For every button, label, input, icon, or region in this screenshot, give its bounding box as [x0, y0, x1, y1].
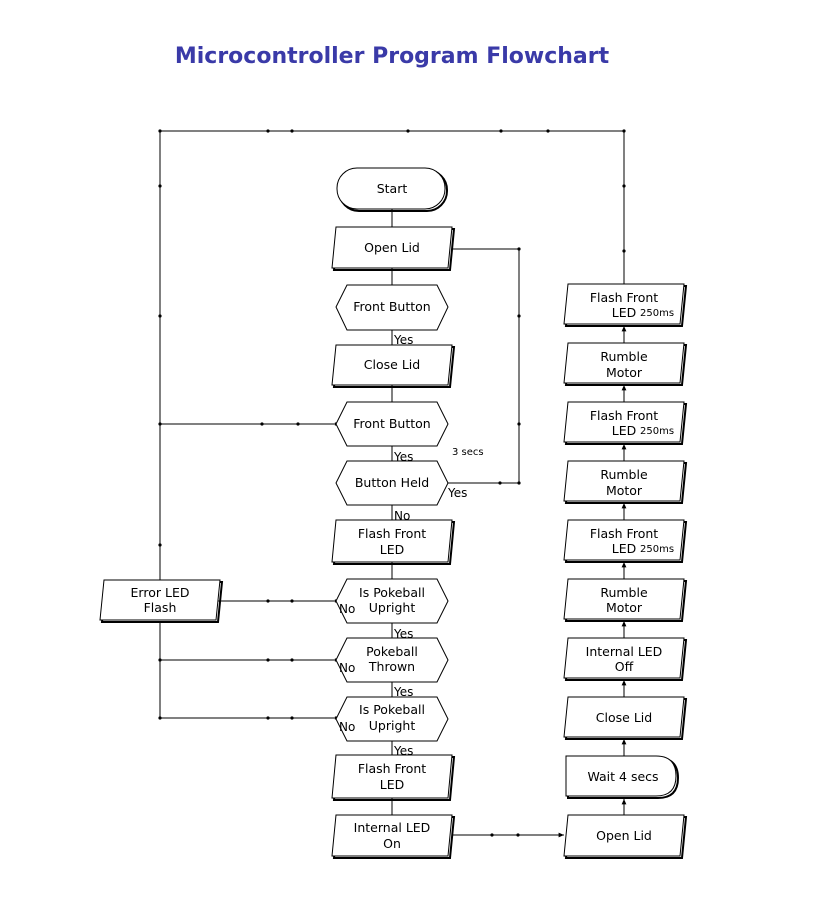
node-flash-front-led-1-line2: LED [380, 542, 405, 557]
node-is-pokeball-upright-1-line1: Is Pokeball [359, 585, 425, 600]
node-wait-4-secs-label: Wait 4 secs [587, 769, 658, 784]
node-rumble-motor-1-line1: Rumble [600, 585, 648, 600]
node-front-button-2-label: Front Button [353, 416, 430, 431]
node-internal-led-off: Internal LED Off [563, 637, 688, 681]
node-internal-led-off-line1: Internal LED [586, 644, 663, 659]
label-no-upright1: No [339, 602, 355, 616]
edge-thrown-upright2-error [159, 659, 334, 719]
node-close-lid-1: Close Lid [331, 344, 456, 388]
node-error-led-flash: Error LED Flash [99, 579, 224, 623]
label-yes-frontbutton2: Yes [393, 450, 413, 464]
node-start: Start [336, 167, 448, 212]
node-open-lid-2: Open Lid [563, 814, 688, 859]
node-is-pokeball-upright-1: Is Pokeball Upright [335, 578, 449, 624]
label-3-secs: 3 secs [452, 447, 484, 458]
label-no-thrown: No [339, 661, 355, 675]
label-yes-thrown: Yes [393, 685, 413, 699]
node-is-pokeball-upright-2-line2: Upright [369, 718, 416, 733]
edge-labels: Yes Yes 3 secs Yes No No Yes No Yes No Y… [339, 333, 484, 758]
node-error-led-flash-line1: Error LED [131, 585, 190, 600]
label-yes-upright2: Yes [393, 744, 413, 758]
node-flash-front-led-250-1-duration: 250ms [640, 544, 674, 555]
node-front-button-1-label: Front Button [353, 299, 430, 314]
node-close-lid-2-label: Close Lid [596, 710, 652, 725]
label-yes-buttonheld: Yes [447, 486, 467, 500]
node-flash-front-led-250-3: Flash Front LED 250ms [563, 283, 688, 327]
label-no-buttonheld: No [394, 509, 410, 523]
node-pokeball-thrown: Pokeball Thrown [335, 637, 449, 683]
label-yes-frontbutton1: Yes [393, 333, 413, 347]
node-close-lid-1-label: Close Lid [364, 357, 420, 372]
node-internal-led-on-line2: On [383, 836, 401, 851]
label-yes-upright1: Yes [393, 627, 413, 641]
node-internal-led-on-line1: Internal LED [354, 820, 431, 835]
node-is-pokeball-upright-2-line1: Is Pokeball [359, 702, 425, 717]
node-flash-front-led-2-line1: Flash Front [358, 761, 426, 776]
node-open-lid-1: Open Lid [331, 226, 456, 271]
node-rumble-motor-1: Rumble Motor [563, 578, 688, 622]
node-flash-front-led-250-1-line1: Flash Front [590, 526, 658, 541]
node-front-button-1: Front Button [335, 284, 449, 331]
node-rumble-motor-3: Rumble Motor [563, 342, 688, 386]
node-internal-led-on: Internal LED On [331, 814, 456, 859]
node-is-pokeball-upright-1-line2: Upright [369, 600, 416, 615]
node-flash-front-led-250-3-duration: 250ms [640, 308, 674, 319]
node-flash-front-led-2-line2: LED [380, 777, 405, 792]
node-pokeball-thrown-line1: Pokeball [366, 644, 418, 659]
node-flash-front-led-250-2-line1: Flash Front [590, 408, 658, 423]
node-start-label: Start [377, 181, 408, 196]
node-flash-front-led-250-3-line1: Flash Front [590, 290, 658, 305]
node-rumble-motor-3-line1: Rumble [600, 349, 648, 364]
node-flash-front-led-250-2: Flash Front LED 250ms [563, 401, 688, 445]
node-error-led-flash-line2: Flash [144, 600, 177, 615]
label-no-upright2: No [339, 720, 355, 734]
node-flash-front-led-2: Flash Front LED [331, 754, 456, 801]
node-flash-front-led-250-2-duration: 250ms [640, 426, 674, 437]
node-pokeball-thrown-line2: Thrown [368, 659, 415, 674]
node-internal-led-off-line2: Off [615, 659, 634, 674]
node-close-lid-2: Close Lid [563, 696, 688, 740]
node-flash-front-led-1: Flash Front LED [331, 519, 456, 565]
node-rumble-motor-2: Rumble Motor [563, 460, 688, 504]
node-flash-front-led-250-3-line2: LED [612, 305, 637, 320]
node-rumble-motor-3-line2: Motor [606, 365, 643, 380]
node-rumble-motor-2-line2: Motor [606, 483, 643, 498]
node-wait-4-secs: Wait 4 secs [565, 755, 680, 799]
node-open-lid-2-label: Open Lid [596, 828, 652, 843]
edge-buttonheld-yes-loop [446, 248, 520, 484]
node-open-lid-1-label: Open Lid [364, 240, 420, 255]
edge-outer-loop [159, 130, 625, 580]
node-rumble-motor-2-line1: Rumble [600, 467, 648, 482]
node-flash-front-led-250-2-line2: LED [612, 423, 637, 438]
connectors [159, 130, 627, 838]
node-is-pokeball-upright-2: Is Pokeball Upright [335, 696, 449, 742]
node-button-held: Button Held [335, 460, 449, 506]
node-rumble-motor-1-line2: Motor [606, 600, 643, 615]
node-flash-front-led-250-1: Flash Front LED 250ms [563, 519, 688, 563]
flowchart-title: Microcontroller Program Flowchart [174, 44, 610, 69]
node-front-button-2: Front Button [335, 401, 449, 447]
node-flash-front-led-250-1-line2: LED [612, 541, 637, 556]
node-button-held-label: Button Held [355, 475, 429, 490]
node-flash-front-led-1-line1: Flash Front [358, 526, 426, 541]
